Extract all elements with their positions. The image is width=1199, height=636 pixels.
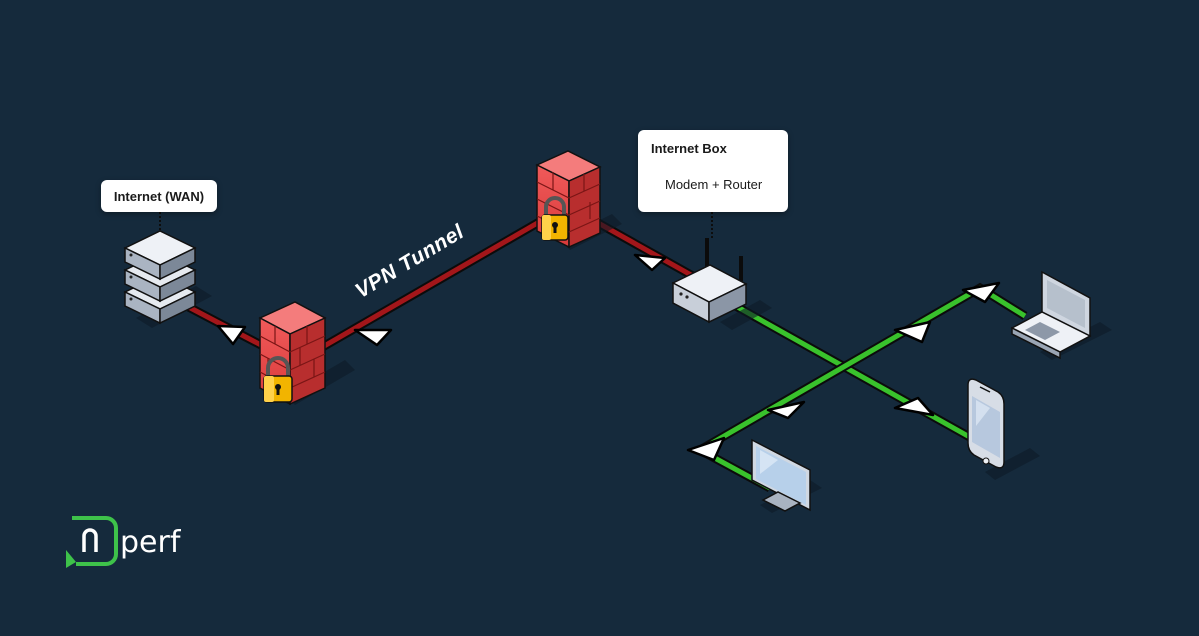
- arrow-icon: [686, 436, 726, 462]
- callout-wan-label: Internet (WAN): [113, 188, 205, 204]
- arrow-icon: [893, 320, 932, 344]
- padlock-icon: [263, 356, 293, 403]
- router-icon: [671, 238, 772, 330]
- callout-box-subtitle: Modem + Router: [665, 177, 763, 192]
- tunnel-lines: [157, 206, 703, 364]
- callout-internet-box: Internet Box Modem + Router: [638, 130, 788, 212]
- arrow-icon: [633, 253, 667, 272]
- nperf-logo-text: perf: [120, 525, 182, 560]
- arrow-icon: [216, 324, 247, 346]
- padlock-icon: [541, 196, 569, 241]
- firewall-icon: [258, 301, 355, 406]
- monitor-icon: [751, 438, 822, 513]
- arrow-icon: [766, 400, 806, 420]
- nperf-logo-icon: perf: [66, 516, 182, 568]
- nperf-logo: perf: [62, 512, 232, 572]
- callout-box-title: Internet Box: [651, 141, 727, 156]
- arrow-icon: [893, 396, 935, 417]
- arrow-icon: [961, 281, 1001, 304]
- flow-arrows: [216, 253, 1001, 462]
- laptop-icon: [1010, 270, 1112, 360]
- callout-internet-wan: Internet (WAN): [101, 180, 217, 212]
- arrow-icon: [353, 328, 393, 347]
- firewall-icon: [535, 150, 622, 250]
- server-icon: [123, 230, 212, 328]
- smartphone-icon: [967, 378, 1040, 480]
